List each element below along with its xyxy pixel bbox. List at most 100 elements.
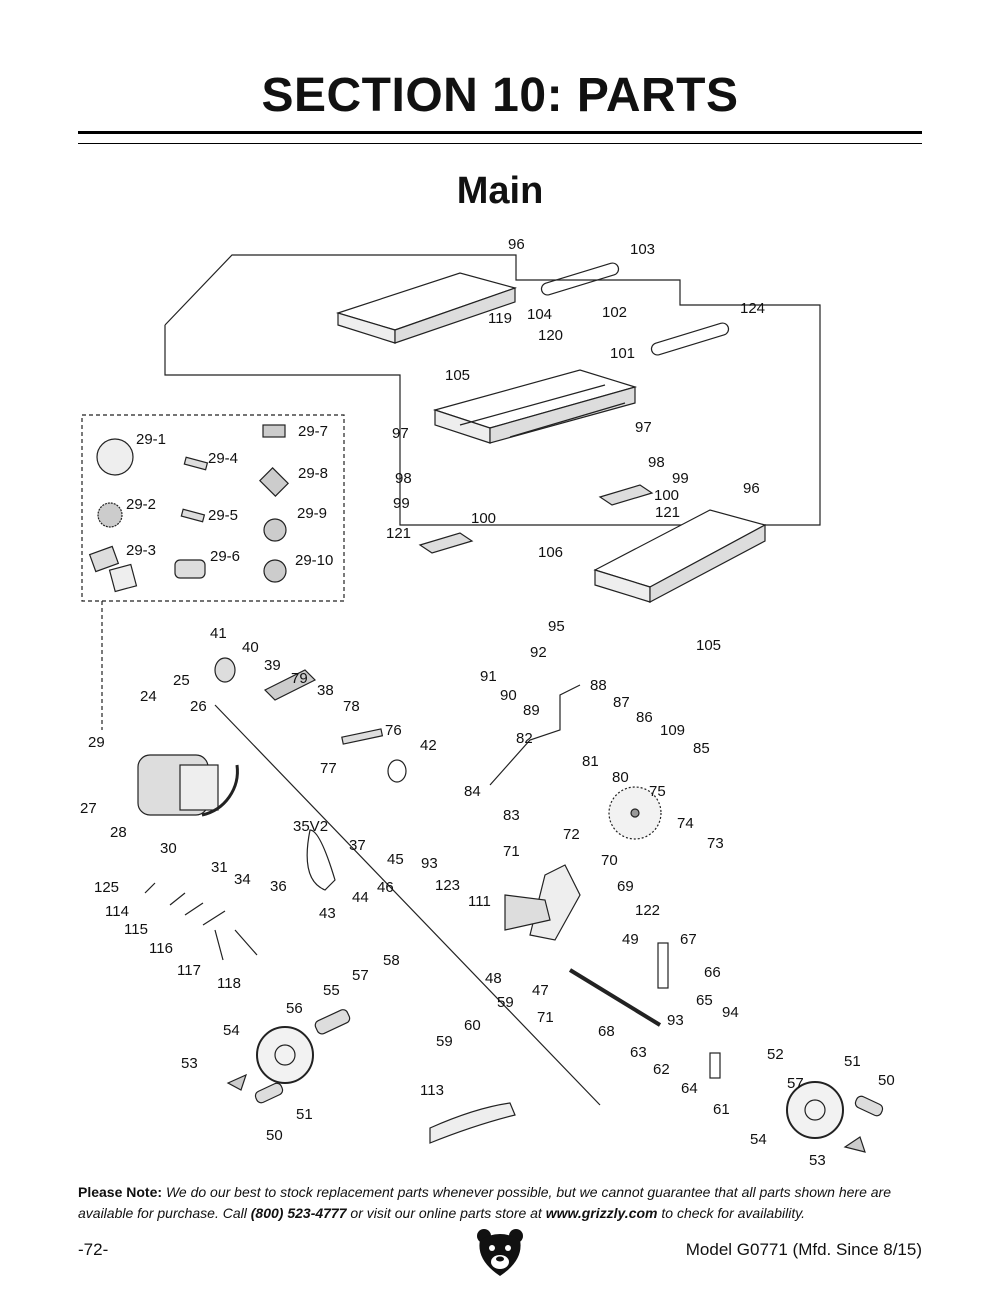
part-callout: 99 (672, 470, 689, 487)
part-callout: 72 (563, 826, 580, 843)
page-number: -72- (78, 1240, 109, 1259)
part-callout: 80 (612, 769, 629, 786)
part-callout: 76 (385, 722, 402, 739)
part-callout: 106 (538, 544, 563, 561)
part-callout: 100 (471, 510, 496, 527)
part-callout: 28 (110, 824, 127, 841)
part-callout: 67 (680, 931, 697, 948)
part-callout: 73 (707, 835, 724, 852)
part-callout: 38 (317, 682, 334, 699)
title-rule-thin (78, 143, 922, 144)
part-callout: 96 (743, 480, 760, 497)
part-callout: 44 (352, 889, 369, 906)
part-callout: 56 (286, 1000, 303, 1017)
part-callout: 39 (264, 657, 281, 674)
part-callout: 34 (234, 871, 251, 888)
part-callout: 59 (497, 994, 514, 1011)
part-callout: 69 (617, 878, 634, 895)
part-callout: 29-10 (295, 552, 333, 569)
part-callout: 114 (105, 903, 129, 920)
part-callout: 101 (610, 345, 635, 362)
part-callout: 119 (488, 310, 512, 327)
part-callout: 82 (516, 730, 533, 747)
part-callout: 66 (704, 964, 721, 981)
part-callout: 78 (343, 698, 360, 715)
part-callout: 51 (844, 1053, 861, 1070)
part-callout: 91 (480, 668, 497, 685)
part-callout: 89 (523, 702, 540, 719)
part-callout: 99 (393, 495, 410, 512)
part-callout: 77 (320, 760, 337, 777)
part-callout: 92 (530, 644, 547, 661)
part-callout: 113 (420, 1082, 444, 1099)
part-callout: 29-9 (297, 505, 327, 522)
part-callout: 79 (291, 670, 308, 687)
note-label: Please Note: (78, 1184, 163, 1200)
part-callout: 90 (500, 687, 517, 704)
part-callout: 94 (722, 1004, 739, 1021)
part-callout: 50 (878, 1072, 895, 1089)
part-callout: 116 (149, 940, 173, 957)
part-callout: 27 (80, 800, 97, 817)
part-callout: 51 (296, 1106, 313, 1123)
part-callout: 83 (503, 807, 520, 824)
part-callout: 88 (590, 677, 607, 694)
part-callout: 100 (654, 487, 679, 504)
part-callout: 49 (622, 931, 639, 948)
note-text-3: to check for availability. (661, 1205, 806, 1221)
part-callout: 75 (649, 783, 666, 800)
note-text-2: or visit our online parts store at (350, 1205, 542, 1221)
part-callout: 29 (88, 734, 105, 751)
part-callout: 98 (648, 454, 665, 471)
part-callout: 117 (177, 962, 201, 979)
part-callout: 95 (548, 618, 565, 635)
title-rule-thick (78, 131, 922, 134)
part-callout: 105 (696, 637, 721, 654)
note-phone: (800) 523-4777 (250, 1205, 347, 1221)
part-callout: 105 (445, 367, 470, 384)
part-callout: 57 (787, 1075, 804, 1092)
part-callout: 50 (266, 1127, 283, 1144)
part-callout: 29-4 (208, 450, 238, 467)
section-title: SECTION 10: PARTS (261, 69, 739, 122)
grizzly-bear-logo (477, 1229, 523, 1276)
part-callout: 60 (464, 1017, 481, 1034)
part-callout: 29-7 (298, 423, 328, 440)
part-callout: 118 (217, 975, 241, 992)
part-callout: 103 (630, 241, 655, 258)
note-url[interactable]: www.grizzly.com (545, 1205, 658, 1221)
part-callout: 96 (508, 236, 525, 253)
part-callout: 97 (635, 419, 652, 436)
part-callout: 25 (173, 672, 190, 689)
part-callout: 29-2 (126, 496, 156, 513)
diagram-title: Main (456, 170, 544, 212)
part-callout: 68 (598, 1023, 615, 1040)
part-callout: 104 (527, 306, 552, 323)
part-callout: 29-1 (136, 431, 166, 448)
part-callout: 35V2 (293, 818, 328, 835)
part-callout: 41 (210, 625, 227, 642)
part-callout: 125 (94, 879, 119, 896)
part-callout: 63 (630, 1044, 647, 1061)
part-callout: 93 (667, 1012, 684, 1029)
part-callout: 54 (223, 1022, 240, 1039)
part-callout: 53 (181, 1055, 198, 1072)
part-callout: 93 (421, 855, 438, 872)
part-callout: 74 (677, 815, 694, 832)
part-callout: 121 (655, 504, 680, 521)
part-callout: 71 (503, 843, 520, 860)
part-callout: 62 (653, 1061, 670, 1078)
part-callout: 40 (242, 639, 259, 656)
part-callout: 109 (660, 722, 685, 739)
part-callout: 53 (809, 1152, 826, 1169)
parts-diagram: 96 103 119 104 102 124 120 101 105 97 97… (80, 236, 895, 1169)
part-callout: 48 (485, 970, 502, 987)
part-callout: 31 (211, 859, 228, 876)
part-callout: 36 (270, 878, 287, 895)
part-callout: 55 (323, 982, 340, 999)
part-callout: 97 (392, 425, 409, 442)
part-callout: 58 (383, 952, 400, 969)
availability-note: Please Note: We do our best to stock rep… (78, 1182, 924, 1224)
part-callout: 102 (602, 304, 627, 321)
model-info: Model G0771 (Mfd. Since 8/15) (685, 1240, 922, 1259)
